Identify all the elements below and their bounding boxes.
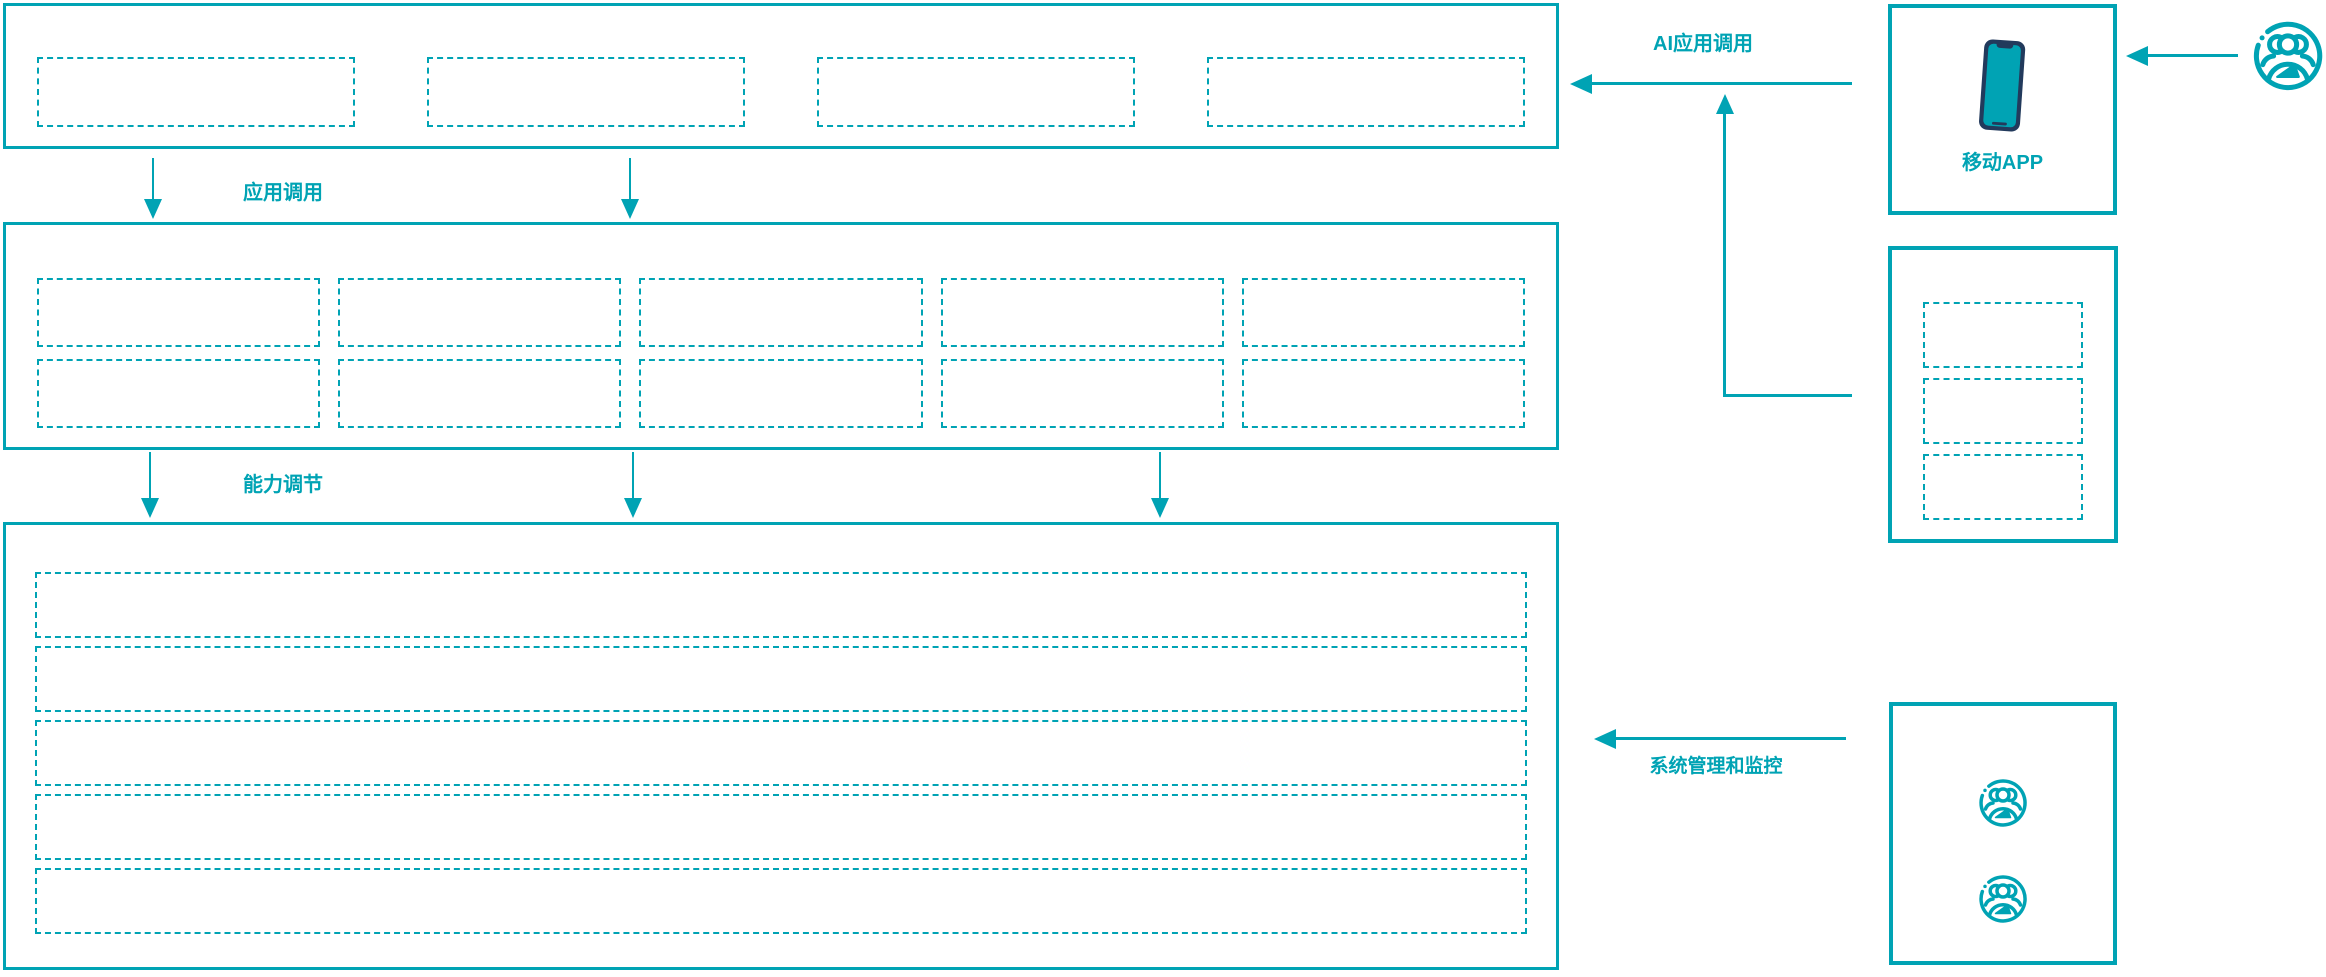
arrow-line xyxy=(152,158,154,202)
app-call-label: 应用调用 xyxy=(243,182,323,204)
resource-row-placeholder xyxy=(35,646,1527,712)
arrow-elbow xyxy=(1723,394,1852,397)
gateway-panel xyxy=(1888,246,2118,543)
capability-module-placeholder xyxy=(940,278,1224,347)
capability-module-placeholder xyxy=(338,278,622,347)
arrow-line xyxy=(629,158,631,202)
capability-module-placeholder xyxy=(940,359,1224,428)
arrow-head xyxy=(1151,498,1169,518)
arrow-line xyxy=(2148,54,2238,57)
capability-module-placeholder xyxy=(37,359,321,428)
app-module-placeholder xyxy=(1207,57,1525,127)
app-module-placeholder xyxy=(427,57,745,127)
capability-adjust-label: 能力调节 xyxy=(243,474,323,496)
mobile-app-panel: 移动APP xyxy=(1888,4,2117,215)
arrow-line xyxy=(1159,452,1161,500)
arrow-line xyxy=(1614,737,1846,740)
ai-app-call-label: AI应用调用 xyxy=(1653,33,1753,55)
arrow-head xyxy=(1570,74,1592,94)
capability-module-placeholder xyxy=(1241,278,1525,347)
arrow-line xyxy=(632,452,634,500)
resource-row-placeholder xyxy=(35,868,1527,934)
arrow-head xyxy=(2126,46,2148,66)
gateway-module-placeholder xyxy=(1923,454,2083,520)
capability-module-placeholder xyxy=(1241,359,1525,428)
system-monitor-label: 系统管理和监控 xyxy=(1649,756,1783,777)
arrow-line xyxy=(1723,112,1726,396)
users-icon xyxy=(1979,875,2027,923)
resource-layer-panel xyxy=(3,522,1559,970)
ai-application-layer-panel xyxy=(3,3,1559,149)
gateway-module-placeholder xyxy=(1923,302,2083,368)
mobile-phone-icon xyxy=(1978,39,2025,132)
arrow-line xyxy=(149,452,151,500)
resource-row-placeholder xyxy=(35,794,1527,860)
mobile-app-label: 移动APP xyxy=(1961,152,2044,174)
arrow-head xyxy=(621,199,639,219)
arrow-head xyxy=(141,498,159,518)
resource-row-placeholder xyxy=(35,572,1527,638)
arrow-line xyxy=(1590,82,1852,85)
users-icon xyxy=(1979,779,2027,827)
capability-module-placeholder xyxy=(37,278,321,347)
resource-row-placeholder xyxy=(35,720,1527,786)
arrow-head xyxy=(1594,729,1616,749)
capability-module-placeholder xyxy=(639,359,923,428)
end-user-icon-slot xyxy=(2252,20,2324,92)
app-module-placeholder xyxy=(817,57,1135,127)
admin-user-icon-slot xyxy=(1978,874,2028,924)
capability-layer-panel xyxy=(3,222,1559,450)
arrow-head xyxy=(144,199,162,219)
gateway-module-placeholder xyxy=(1923,378,2083,444)
users-icon xyxy=(2253,21,2323,91)
capability-module-placeholder xyxy=(338,359,622,428)
capability-module-placeholder xyxy=(639,278,923,347)
arrow-head xyxy=(1716,94,1734,114)
app-module-placeholder xyxy=(37,57,355,127)
admin-user-icon-slot xyxy=(1978,778,2028,828)
arrow-head xyxy=(624,498,642,518)
admin-panel xyxy=(1889,702,2117,965)
